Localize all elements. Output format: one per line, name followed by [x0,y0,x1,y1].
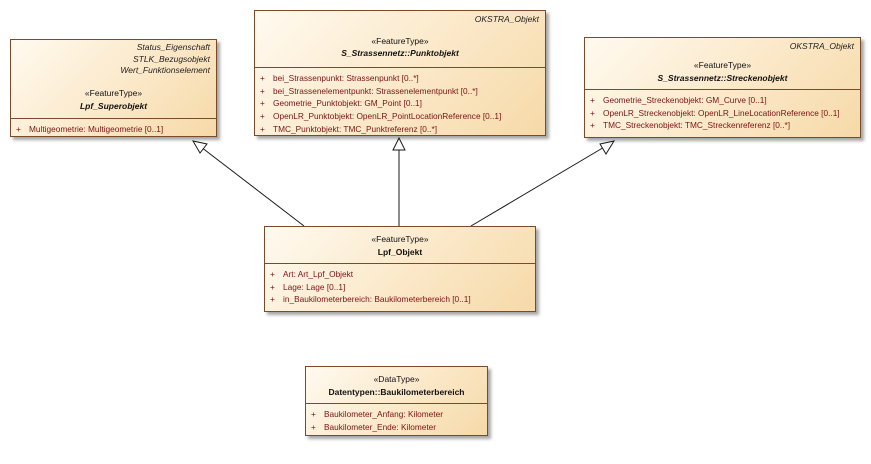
stereotype: «FeatureType» [371,36,429,46]
attribute-row[interactable]: + OpenLR_Streckenobjekt: OpenLR_LineLoca… [585,107,860,120]
tag-wert-funktionselement: Wert_Funktionselement [120,65,210,75]
visibility-public: + [270,294,275,305]
visibility-public: + [260,98,265,109]
attribute-row[interactable]: + bei_Strassenpunkt: Strassenpunkt [0..*… [255,72,545,85]
visibility-public: + [260,73,265,84]
attribute-row[interactable]: + TMC_Streckenobjekt: TMC_Streckenrefere… [585,119,860,132]
attribute-row[interactable]: + bei_Strassenelementpunkt: Strassenelem… [255,85,545,98]
attribute-text: bei_Strassenpunkt: Strassenpunkt [0..*] [273,73,419,84]
class-punktobjekt[interactable]: OKSTRA_Objekt «FeatureType» S_Strassenne… [254,10,546,136]
attribute-text: Lage: Lage [0..1] [283,281,346,292]
attribute-row[interactable]: + Baukilometer_Anfang: Kilometer [306,408,487,421]
package-label: OKSTRA_Objekt [474,14,539,24]
tag-stlk-bezugsobjekt: STLK_Bezugsobjekt [132,53,210,64]
attribute-text: OpenLR_Punktobjekt: OpenLR_PointLocation… [273,111,502,122]
class-name: S_Strassennetz::Punktobjekt [341,48,459,58]
visibility-public: + [260,123,265,134]
attribute-text: TMC_Streckenobjekt: TMC_Streckenreferenz… [603,120,791,131]
visibility-public: + [16,124,21,135]
attribute-text: bei_Strassenelementpunkt: Strassenelemen… [273,85,478,96]
class-lpf-superobjekt[interactable]: Status_Eigenschaft STLK_Bezugsobjekt Wer… [10,39,217,137]
class-baukilometerbereich[interactable]: «DataType» Datentypen::Baukilometerberei… [305,366,488,436]
attribute-row[interactable]: + Geometrie_Punktobjekt: GM_Point [0..1] [255,97,545,110]
visibility-public: + [590,120,595,131]
visibility-public: + [311,409,316,420]
attribute-text: TMC_Punktobjekt: TMC_Punktreferenz [0..*… [273,123,438,134]
class-streckenobjekt[interactable]: OKSTRA_Objekt «FeatureType» S_Strassenne… [584,37,861,138]
attribute-row[interactable]: + Multigeometrie: Multigeometrie [0..1] [11,123,216,136]
attribute-row[interactable]: + Baukilometer_Ende: Kilometer [306,421,487,434]
class-name: Lpf_Objekt [377,247,423,257]
generalization-to-superobjekt [200,146,305,227]
generalization-arrowhead-streckenobjekt [599,140,616,155]
visibility-public: + [590,107,595,118]
stereotype: «FeatureType» [693,60,752,70]
tag-status-eigenschaft: Status_Eigenschaft [136,42,210,52]
attribute-text: Geometrie_Streckenobjekt: GM_Curve [0..1… [603,95,767,106]
visibility-public: + [260,85,265,96]
attribute-row[interactable]: + TMC_Punktobjekt: TMC_Punktreferenz [0.… [255,122,545,135]
attribute-row[interactable]: + in_Baukilometerbereich: Baukilometerbe… [265,293,535,306]
attribute-text: Baukilometer_Ende: Kilometer [324,421,437,432]
visibility-public: + [270,281,275,292]
attribute-row[interactable]: + OpenLR_Punktobjekt: OpenLR_PointLocati… [255,110,545,123]
class-name: Lpf_Superobjekt [79,101,148,111]
class-name: S_Strassennetz::Streckenobjekt [657,73,788,83]
attribute-text: in_Baukilometerbereich: Baukilometerbere… [283,294,471,305]
class-lpf-objekt[interactable]: «FeatureType» Lpf_Objekt + Art: Art_Lpf_… [264,226,536,312]
attribute-text: Baukilometer_Anfang: Kilometer [324,409,443,420]
attribute-text: OpenLR_Streckenobjekt: OpenLR_LineLocati… [603,107,840,118]
attribute-row[interactable]: + Geometrie_Streckenobjekt: GM_Curve [0.… [585,94,860,107]
visibility-public: + [270,269,275,280]
attribute-row[interactable]: + Lage: Lage [0..1] [265,281,535,294]
stereotype: «DataType» [373,374,420,384]
generalization-arrowhead-superobjekt [191,140,208,154]
class-name: Datentypen::Baukilometerbereich [328,387,465,397]
stereotype: «FeatureType» [371,234,429,244]
attribute-row[interactable]: + Art: Art_Lpf_Objekt [265,268,535,281]
visibility-public: + [260,111,265,122]
attribute-text: Multigeometrie: Multigeometrie [0..1] [29,124,164,135]
attribute-text: Geometrie_Punktobjekt: GM_Point [0..1] [273,98,422,109]
generalization-arrowhead-punktobjekt [392,136,406,151]
stereotype: «FeatureType» [84,88,143,98]
visibility-public: + [311,421,316,432]
generalization-to-streckenobjekt [470,145,607,227]
visibility-public: + [590,95,595,106]
attribute-text: Art: Art_Lpf_Objekt [283,269,354,280]
package-label: OKSTRA_Objekt [789,41,854,51]
